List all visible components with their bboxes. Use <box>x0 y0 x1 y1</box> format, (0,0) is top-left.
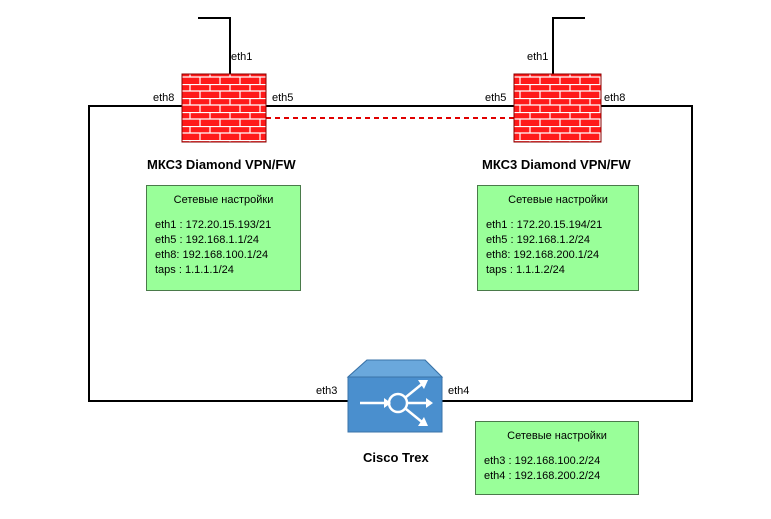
right-eth1-link <box>552 17 585 74</box>
settings-right-line: eth5 : 192.168.1.2/24 <box>486 234 590 246</box>
firewall-left-name: МКС3 Diamond VPN/FW <box>147 157 296 172</box>
connections <box>88 17 693 402</box>
settings-left-title: Сетевые настройки <box>173 194 274 206</box>
router-eth3-label: eth3 <box>316 385 338 397</box>
left-eth8-label: eth8 <box>153 92 175 104</box>
settings-right-line: taps : 1.1.1.2/24 <box>486 264 565 276</box>
firewall-left-icon <box>181 73 267 143</box>
right-eth1-label: eth1 <box>527 51 549 63</box>
router-eth4-label: eth4 <box>448 385 470 397</box>
left-eth1-label: eth1 <box>231 51 253 63</box>
settings-right-line: eth1 : 172.20.15.194/21 <box>486 219 603 231</box>
firewall-right-icon <box>513 73 602 143</box>
settings-right-line: eth8: 192.168.200.1/24 <box>486 249 600 261</box>
settings-left-line: taps : 1.1.1.1/24 <box>155 264 234 276</box>
settings-left-line: eth5 : 192.168.1.1/24 <box>155 234 259 246</box>
settings-router-line: eth4 : 192.168.200.2/24 <box>484 470 601 482</box>
right-eth5-label: eth5 <box>485 92 507 104</box>
settings-left-box: Сетевые настройки eth1 : 172.20.15.193/2… <box>146 185 301 291</box>
right-eth8-to-eth4-link <box>441 105 693 402</box>
right-eth8-label: eth8 <box>604 92 626 104</box>
settings-right-box: Сетевые настройки eth1 : 172.20.15.194/2… <box>477 185 639 291</box>
router-name: Cisco Trex <box>363 450 429 465</box>
settings-left-line: eth1 : 172.20.15.193/21 <box>155 219 272 231</box>
router-icon <box>346 359 444 433</box>
settings-right-title: Сетевые настройки <box>508 194 608 206</box>
firewall-right-name: МКС3 Diamond VPN/FW <box>482 157 631 172</box>
left-eth8-to-eth3-link <box>88 105 348 402</box>
settings-router-box: Сетевые настройки eth3 : 192.168.100.2/2… <box>475 421 639 495</box>
left-eth5-label: eth5 <box>272 92 294 104</box>
settings-router-line: eth3 : 192.168.100.2/24 <box>484 455 601 467</box>
settings-left-line: eth8: 192.168.100.1/24 <box>155 249 269 261</box>
left-eth1-link <box>198 17 231 74</box>
settings-router-title: Сетевые настройки <box>507 430 607 442</box>
